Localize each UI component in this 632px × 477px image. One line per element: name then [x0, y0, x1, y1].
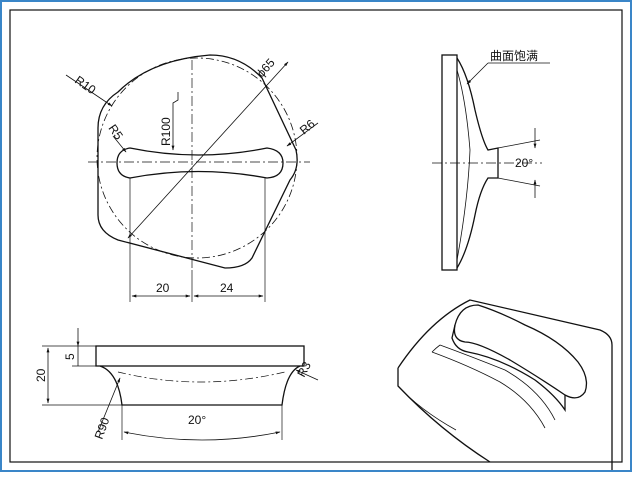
side-view — [432, 54, 550, 271]
side-curved-face — [456, 57, 499, 269]
diameter-circle — [96, 57, 298, 259]
angle-ext-bottom — [497, 177, 541, 187]
label-side-angle: 20° — [515, 156, 533, 170]
front-dash-arc — [117, 371, 286, 383]
r3-leader — [295, 369, 319, 381]
diameter-leader — [127, 61, 289, 239]
label-width-20: 20 — [156, 281, 170, 295]
label-width-24: 24 — [220, 281, 234, 295]
side-note-leader — [466, 62, 489, 85]
pentagon-outline — [97, 54, 298, 269]
r100-leader — [171, 92, 179, 151]
label-r3: R3 — [294, 359, 314, 379]
angle-ext-top — [497, 139, 541, 149]
r90-leader — [97, 377, 121, 433]
front-view — [42, 328, 319, 441]
r5-leader — [112, 135, 127, 153]
label-r6: R6 — [297, 117, 318, 138]
r10-leader — [65, 74, 113, 107]
iso-handle-side — [451, 324, 566, 413]
label-front-angle: 20° — [188, 413, 206, 427]
front-angle-arc — [123, 431, 281, 441]
label-thickness-5: 5 — [63, 353, 77, 360]
r6-leader — [286, 122, 319, 147]
iso-handle-top — [453, 304, 588, 399]
label-height-20: 20 — [34, 368, 48, 382]
side-plate — [441, 54, 458, 271]
front-top-plate — [95, 345, 305, 367]
label-diameter: ϕ65 — [254, 55, 278, 80]
iso-handle-skirt-3 — [431, 344, 441, 353]
iso-handle-skirt-2 — [431, 351, 546, 429]
iso-view — [397, 299, 613, 470]
label-r10: R10 — [72, 73, 98, 97]
iso-handle-skirt — [439, 344, 556, 421]
front-body — [99, 365, 301, 406]
inner-frame — [9, 9, 623, 463]
label-r100: R100 — [159, 117, 173, 146]
center-slot — [116, 147, 284, 179]
label-r5: R5 — [106, 122, 126, 143]
top-view — [65, 54, 319, 302]
side-inner-curve — [456, 69, 471, 261]
label-r90: R90 — [92, 415, 113, 441]
iso-base-edge — [397, 385, 457, 431]
label-side-note: 曲面饱满 — [490, 48, 538, 63]
